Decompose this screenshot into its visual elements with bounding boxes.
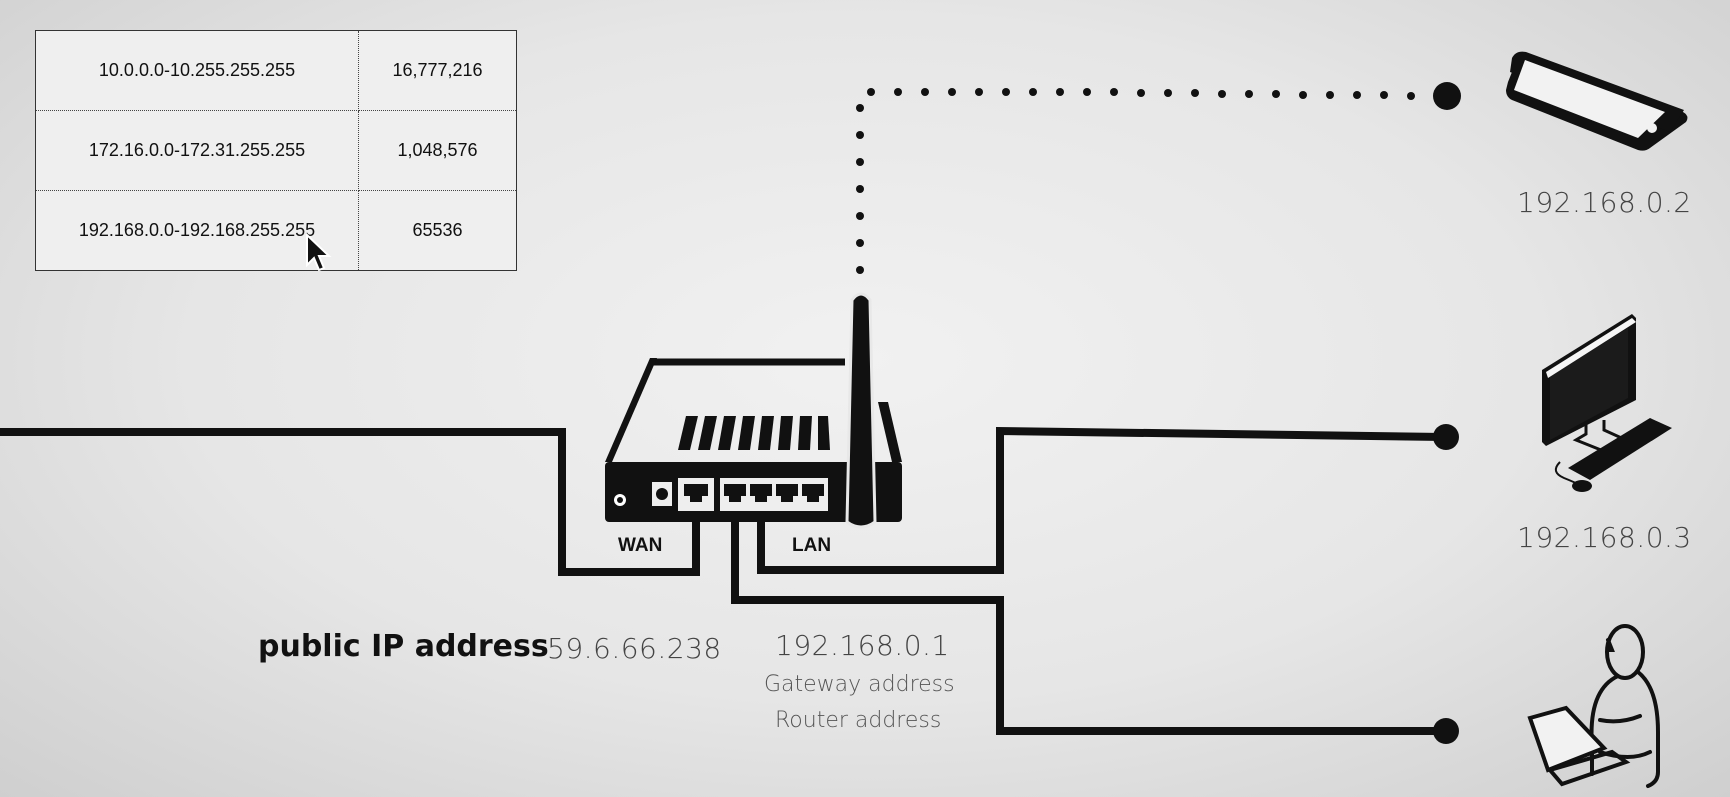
- desktop-computer-icon: [1542, 314, 1672, 492]
- public-ip-label: public IP address: [258, 629, 549, 664]
- mouse-cursor-icon: [304, 232, 332, 274]
- public-ip-value: 59.6.66.238: [547, 632, 722, 665]
- smartphone-icon: [1506, 52, 1687, 151]
- router-address-caption: Router address: [775, 708, 941, 733]
- wireless-link: [856, 88, 1415, 274]
- wan-wire: [0, 432, 696, 572]
- wan-port-label: WAN: [618, 535, 662, 557]
- gateway-ip: 192.168.0.1: [775, 629, 950, 662]
- phone-ip: 192.168.0.2: [1517, 186, 1692, 219]
- antenna-icon: [847, 294, 875, 527]
- lan-port-label: LAN: [792, 535, 831, 557]
- person-laptop-icon: [1530, 626, 1658, 786]
- desktop-ip: 192.168.0.3: [1517, 521, 1692, 554]
- endpoint-dot-desktop: [1433, 424, 1459, 450]
- endpoint-dot-phone: [1433, 82, 1461, 110]
- endpoint-dot-person: [1433, 718, 1459, 744]
- gateway-address-caption: Gateway address: [764, 672, 955, 697]
